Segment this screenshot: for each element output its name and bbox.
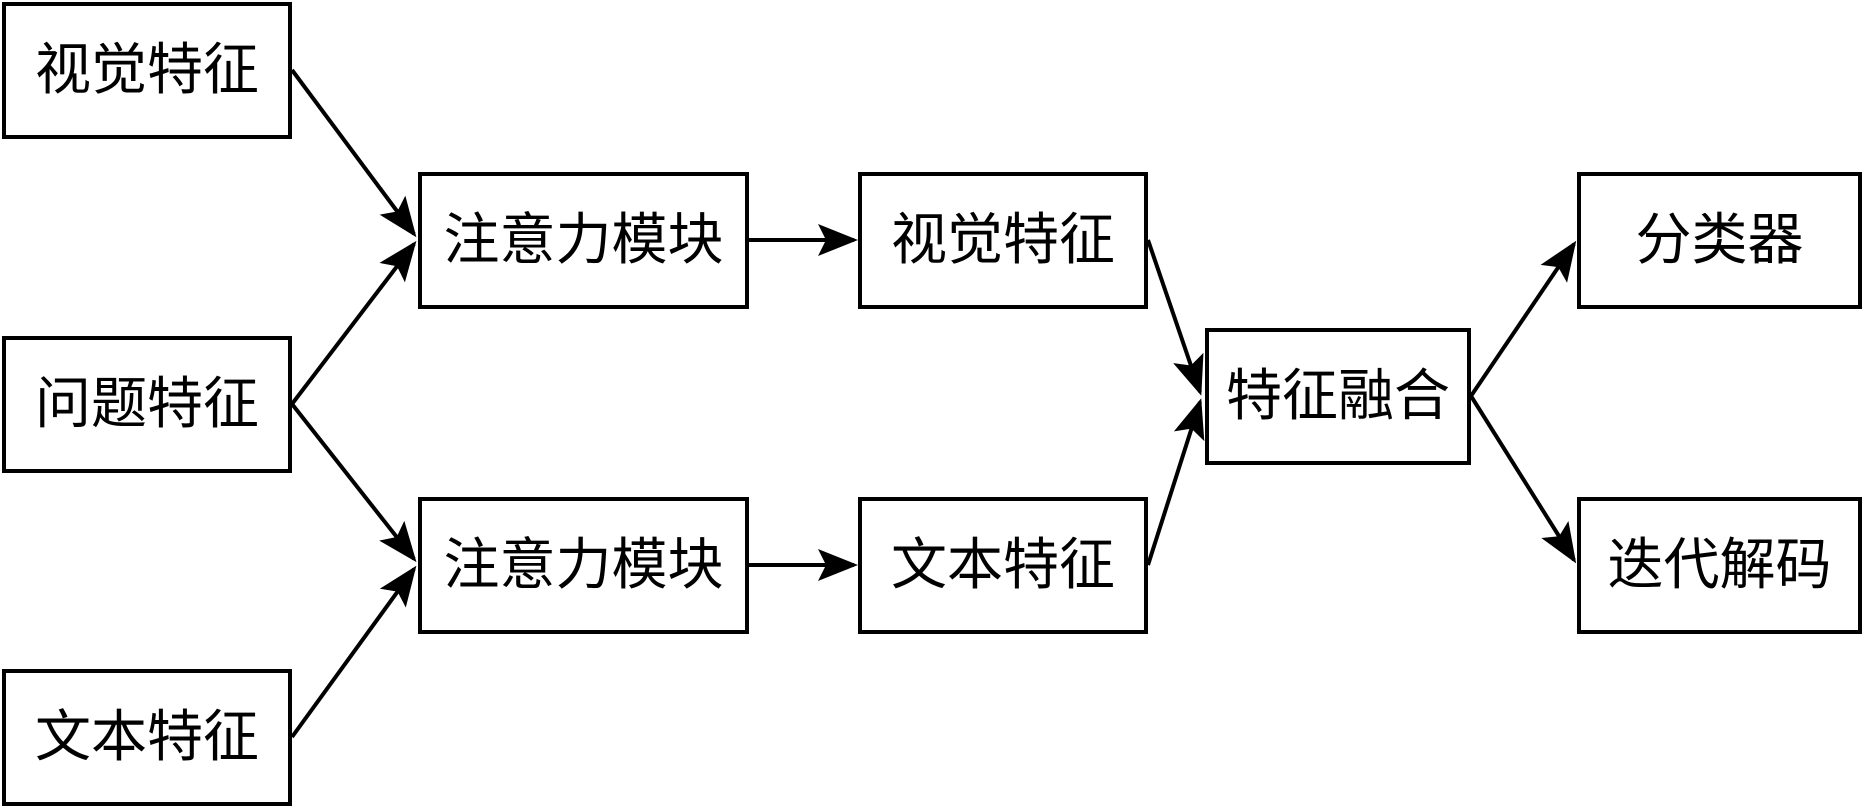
- classifier-node: 分类器: [1577, 172, 1862, 309]
- text-feature-output-label: 文本特征: [891, 532, 1115, 598]
- edge-fusion-to-decoder: [1469, 394, 1577, 564]
- feature-fusion-label: 特征融合: [1226, 363, 1450, 429]
- feature-fusion-node: 特征融合: [1205, 328, 1471, 465]
- classifier-label: 分类器: [1635, 207, 1804, 273]
- visual-feature-output-label: 视觉特征: [891, 207, 1115, 273]
- attention-module-top-node: 注意力模块: [418, 172, 749, 309]
- edge-fusion-to-classifier: [1469, 240, 1577, 398]
- edge-text-output-to-fusion: [1146, 398, 1205, 566]
- attention-module-bottom-label: 注意力模块: [443, 532, 724, 598]
- text-feature-input-label: 文本特征: [35, 704, 259, 770]
- attention-module-bottom-node: 注意力模块: [418, 497, 749, 634]
- visual-feature-input-label: 视觉特征: [35, 37, 259, 103]
- edge-question-to-attention-top: [290, 240, 417, 406]
- question-feature-node: 问题特征: [2, 336, 292, 473]
- question-feature-label: 问题特征: [35, 371, 259, 437]
- iterative-decoding-label: 迭代解码: [1607, 532, 1832, 598]
- visual-feature-output-node: 视觉特征: [858, 172, 1148, 309]
- attention-module-top-label: 注意力模块: [443, 207, 724, 273]
- iterative-decoding-node: 迭代解码: [1577, 497, 1862, 634]
- edge-question-to-attention-bottom: [290, 402, 417, 563]
- visual-feature-input-node: 视觉特征: [2, 2, 292, 139]
- text-feature-output-node: 文本特征: [858, 497, 1148, 634]
- edge-visual-output-to-fusion: [1146, 239, 1204, 396]
- edge-text-input-to-attention-bottom: [290, 565, 417, 739]
- edge-visual-input-to-attention-top: [290, 68, 417, 238]
- text-feature-input-node: 文本特征: [2, 669, 292, 806]
